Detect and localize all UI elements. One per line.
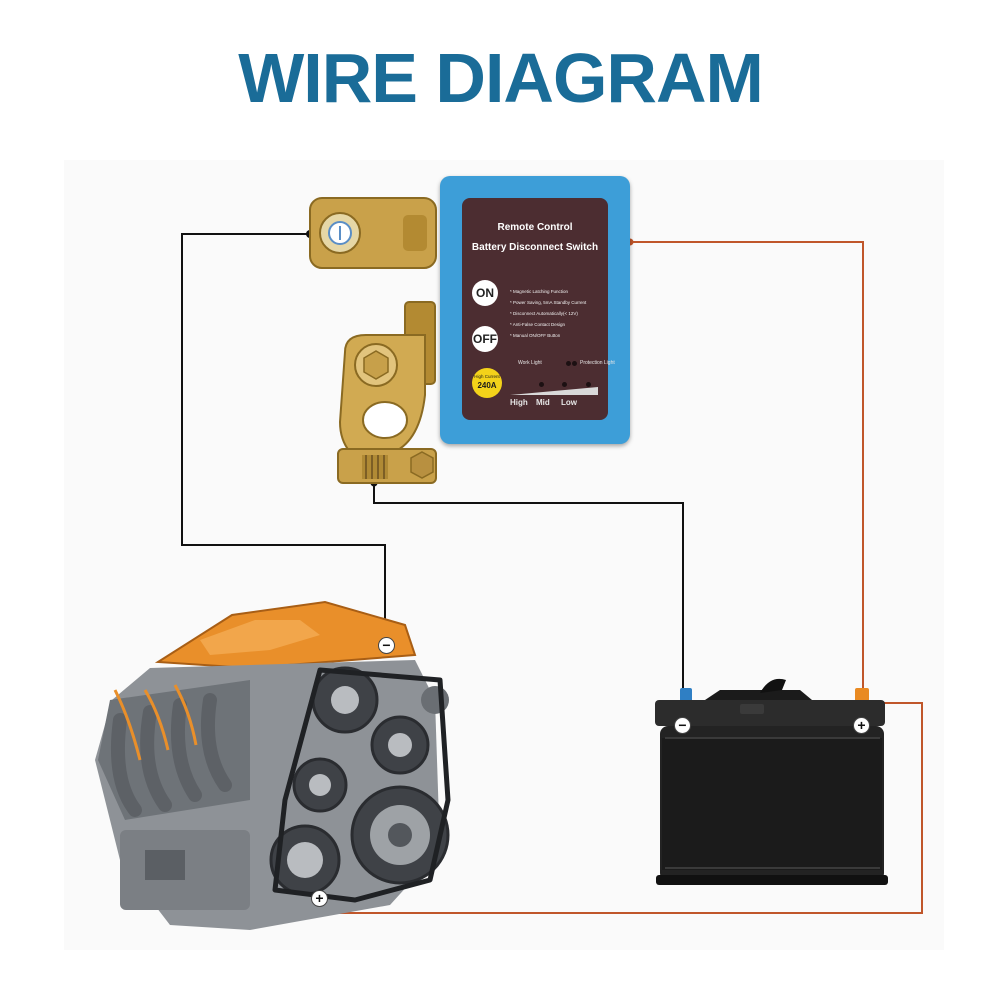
feature-item: * Magnetic Latching Function [510,289,569,294]
wire-clamp-to-battery-negative [373,483,684,690]
work-light-led [566,361,571,366]
battery-positive-terminal: + [853,717,870,734]
negative-wires [181,233,684,690]
current-rating: 240A [477,381,497,390]
level-label-low: Low [561,398,577,407]
module-faceplate: Remote Control Battery Disconnect Switch… [462,198,615,420]
wire-clamp-to-engine-negative [181,233,386,630]
protection-light-led [572,361,577,366]
feature-list: * Magnetic Latching Function * Power Sav… [510,286,606,341]
level-indicator-ramp [510,387,598,395]
level-label-high: High [510,398,528,407]
level-led-mid [562,382,567,387]
wire-module-to-battery-positive [630,241,864,700]
battery-disconnect-module: Remote Control Battery Disconnect Switch… [440,176,630,444]
engine-positive-terminal: + [311,890,328,907]
high-current-label: High Current [474,374,500,379]
feature-item: * Anti-False Contact Design [510,322,566,327]
module-title-line2: Battery Disconnect Switch [471,242,599,253]
positive-wires [318,241,923,914]
feature-item: * Manual ON/OFF Button [510,333,561,338]
car-battery-icon [655,678,888,885]
wire-battery-to-engine-positive [318,702,923,914]
feature-item: * Disconnect Automatically(< 12V) [510,311,578,316]
work-light-label: Work Light [518,360,542,366]
level-led-low [586,382,591,387]
level-label-mid: Mid [536,398,550,407]
engine-icon [95,600,451,930]
protection-light-label: Protection Light [580,360,615,366]
off-button[interactable]: OFF [472,326,498,352]
level-led-high [539,382,544,387]
engine-negative-terminal: − [378,637,395,654]
on-button[interactable]: ON [472,280,498,306]
battery-negative-terminal: − [674,717,691,734]
high-current-badge: High Current 240A [472,368,502,398]
diagram-title: WIRE DIAGRAM [238,39,764,117]
feature-item: * Power Saving, 5mA Standby Current [510,300,587,305]
module-title-line1: Remote Control [497,222,573,233]
battery-terminal-clamp-icon [309,197,437,484]
